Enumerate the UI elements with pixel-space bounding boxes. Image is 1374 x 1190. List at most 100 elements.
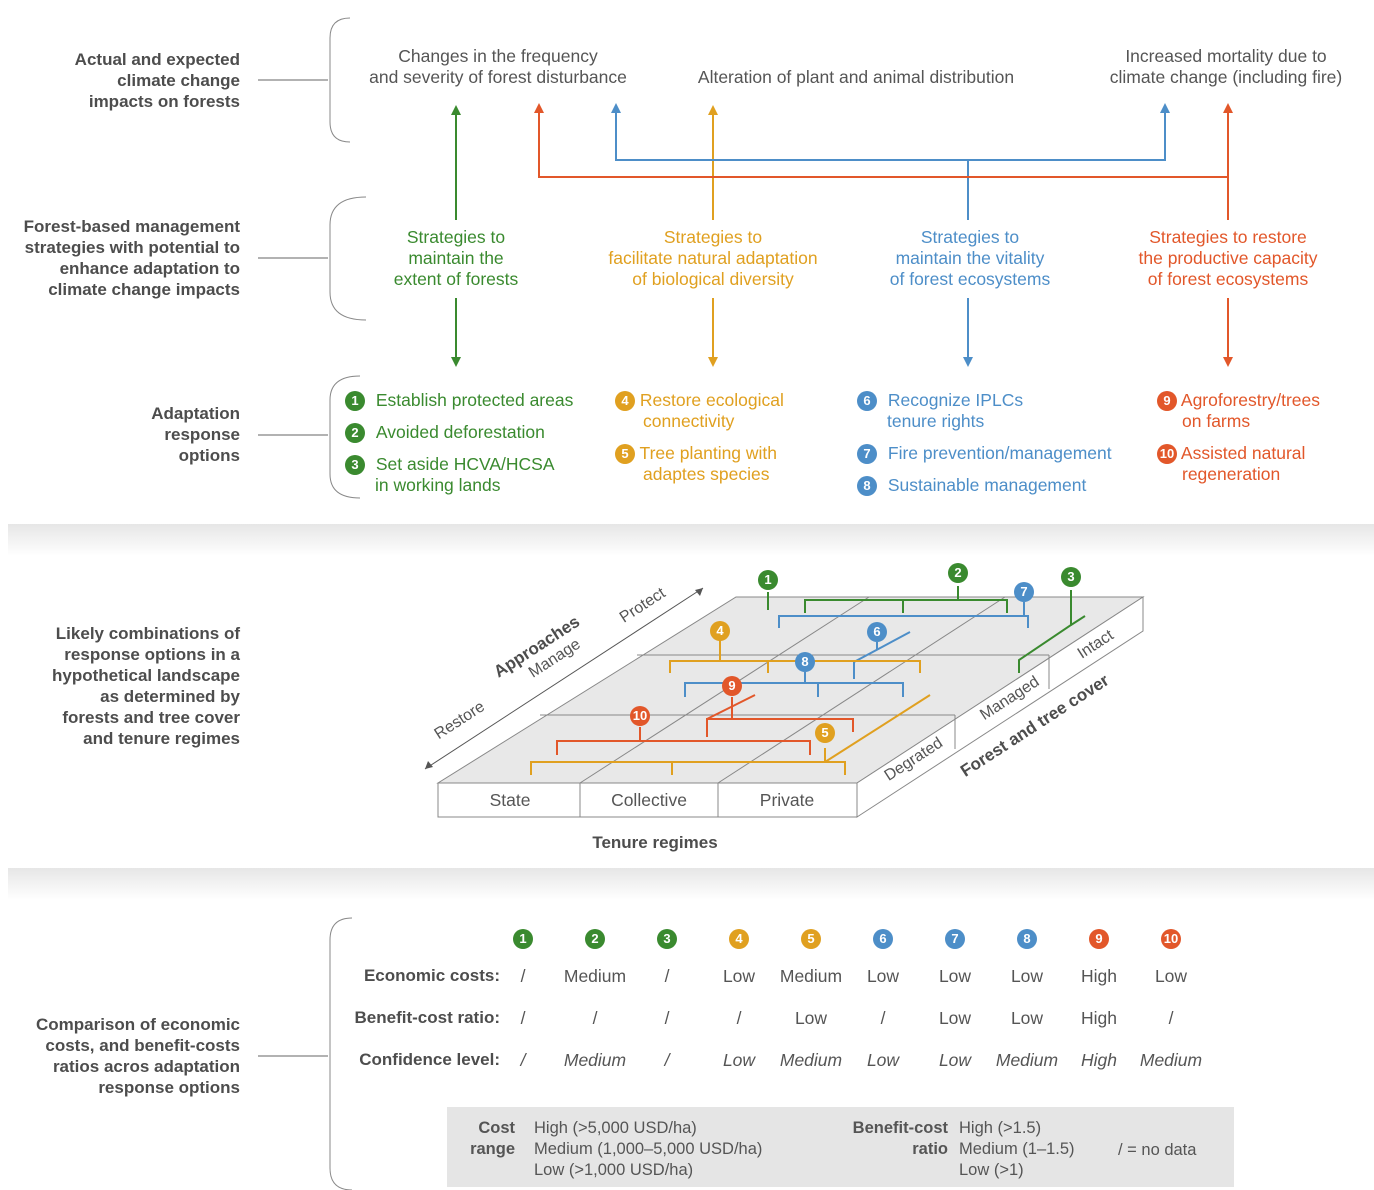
strategy-productive: Strategies to restore the productive cap… bbox=[1118, 227, 1338, 290]
option-number-badge: 8 bbox=[857, 476, 877, 496]
table-cell: Low bbox=[1154, 966, 1188, 986]
legend-item: Low (>1,000 USD/ha) bbox=[534, 1161, 694, 1179]
impact-mortality: Increased mortality due to climate chang… bbox=[1098, 46, 1354, 88]
table-number-badge: 2 bbox=[585, 929, 605, 949]
option-text: regeneration bbox=[1182, 464, 1281, 484]
table-header: 6 bbox=[846, 928, 920, 949]
table-cell: / bbox=[664, 966, 670, 986]
landscape-badge-9: 9 bbox=[722, 676, 742, 696]
table-cell: Low bbox=[794, 1008, 828, 1028]
option-text: Establish protected areas bbox=[375, 390, 574, 410]
option-text: on farms bbox=[1182, 411, 1251, 431]
landscape-badge-2: 2 bbox=[948, 563, 968, 583]
impact-line: and severity of forest disturbance bbox=[369, 67, 627, 87]
table-number-badge: 1 bbox=[513, 929, 533, 949]
landscape-badge-10: 10 bbox=[630, 706, 650, 726]
table-cell: Low bbox=[1010, 966, 1044, 986]
impact-line: Changes in the frequency bbox=[398, 46, 598, 66]
table-cell: / bbox=[520, 1008, 526, 1028]
table-cell: / bbox=[1168, 1008, 1174, 1028]
row-label-line: ratios acros adaptation bbox=[52, 1057, 240, 1076]
option-text: Avoided deforestation bbox=[375, 422, 545, 442]
table-cell: Low bbox=[938, 1008, 972, 1028]
table-number-badge: 10 bbox=[1161, 929, 1181, 949]
table-cell: Medium bbox=[995, 1050, 1059, 1070]
option-number-badge: 4 bbox=[615, 391, 635, 411]
option-number-badge: 9 bbox=[1157, 391, 1177, 411]
table-cell: Low bbox=[938, 1050, 972, 1070]
table-header: 3 bbox=[630, 928, 704, 949]
row-label-options: Adaptation response options bbox=[0, 403, 240, 466]
option-text: adaptes species bbox=[643, 464, 770, 484]
option-text: Recognize IPLCs bbox=[887, 390, 1024, 410]
table-cell: Medium bbox=[779, 1050, 843, 1070]
legend-title-line: Benefit-cost bbox=[852, 1119, 948, 1137]
table-number-badge: 3 bbox=[657, 929, 677, 949]
legend-bcr-items: High (>1.5) Medium (1–1.5) Low (>1) bbox=[959, 1118, 1075, 1181]
table-header: 2 bbox=[558, 928, 632, 949]
landscape-badge-1: 1 bbox=[758, 570, 778, 590]
table-cell: High bbox=[1081, 1050, 1117, 1070]
tenure-collective: Collective bbox=[611, 790, 687, 810]
row-label-line: and tenure regimes bbox=[83, 729, 240, 748]
row-label-impacts: Actual and expected climate change impac… bbox=[0, 49, 240, 112]
legend-item: Low (>1) bbox=[959, 1161, 1024, 1179]
table-number-badge: 7 bbox=[945, 929, 965, 949]
option-2: 2 Avoided deforestation bbox=[345, 422, 545, 443]
row-label-line: costs, and benefit-costs bbox=[45, 1036, 240, 1055]
table-header: 4 bbox=[702, 928, 776, 949]
row-label-line: response bbox=[164, 425, 240, 444]
option-number-badge: 10 bbox=[1157, 444, 1177, 464]
option-9: 9 Agroforestry/trees on farms bbox=[1157, 390, 1320, 432]
table-cell: Low bbox=[1010, 1008, 1044, 1028]
strategy-line: Strategies to bbox=[406, 227, 506, 247]
option-1: 1 Establish protected areas bbox=[345, 390, 573, 411]
table-header: 9 bbox=[1062, 928, 1136, 949]
row-label-line: climate change impacts bbox=[48, 280, 240, 299]
strategy-line: extent of forests bbox=[393, 269, 519, 289]
table-header: 1 bbox=[486, 928, 560, 949]
option-text: connectivity bbox=[643, 411, 735, 431]
table-cell: Low bbox=[722, 966, 756, 986]
tenure-title: Tenure regimes bbox=[592, 833, 718, 852]
option-number-badge: 2 bbox=[345, 423, 365, 443]
option-8: 8 Sustainable management bbox=[857, 475, 1086, 496]
option-10: 10 Assisted natural regeneration bbox=[1157, 443, 1305, 485]
row-label-line: Adaptation bbox=[151, 404, 240, 423]
legend-item: High (>5,000 USD/ha) bbox=[534, 1119, 697, 1137]
table-number-badge: 4 bbox=[729, 929, 749, 949]
option-number-badge: 6 bbox=[857, 391, 877, 411]
option-text: Set aside HCVA/HCSA bbox=[375, 454, 555, 474]
row-label-line: impacts on forests bbox=[88, 92, 240, 111]
row-label-combinations: Likely combinations of response options … bbox=[0, 623, 240, 749]
table-cell: High bbox=[1081, 966, 1117, 986]
landscape-badge-7: 7 bbox=[1014, 582, 1034, 602]
landscape-badge-4: 4 bbox=[710, 621, 730, 641]
strategy-vitality: Strategies to maintain the vitality of f… bbox=[865, 227, 1075, 290]
legend-title-line: Cost bbox=[478, 1119, 515, 1137]
table-cell: Low bbox=[722, 1050, 756, 1070]
option-number-badge: 3 bbox=[345, 455, 365, 475]
strategy-line: maintain the vitality bbox=[895, 248, 1045, 268]
strategy-line: of biological diversity bbox=[632, 269, 794, 289]
impact-line: climate change (including fire) bbox=[1109, 67, 1343, 87]
option-5: 5 Tree planting with adaptes species bbox=[615, 443, 777, 485]
option-text: Assisted natural bbox=[1180, 443, 1306, 463]
row-label-line: hypothetical landscape bbox=[52, 666, 240, 685]
landscape-block bbox=[424, 587, 1145, 818]
strategy-extent: Strategies to maintain the extent of for… bbox=[356, 227, 556, 290]
row-label-line: enhance adaptation to bbox=[59, 259, 240, 278]
option-3: 3 Set aside HCVA/HCSA in working lands bbox=[345, 454, 555, 496]
table-header: 8 bbox=[990, 928, 1064, 949]
option-text: Agroforestry/trees bbox=[1180, 390, 1320, 410]
table-cell: High bbox=[1081, 1008, 1117, 1028]
table-header: 10 bbox=[1134, 928, 1208, 949]
row-label-line: response options bbox=[98, 1078, 240, 1097]
table-row-label: Confidence level: bbox=[359, 1050, 500, 1069]
row-label-comparison: Comparison of economic costs, and benefi… bbox=[0, 1014, 240, 1098]
table-cell: / bbox=[880, 1008, 886, 1028]
option-number-badge: 5 bbox=[615, 444, 635, 464]
table-number-badge: 6 bbox=[873, 929, 893, 949]
table-cell: / bbox=[736, 1008, 742, 1028]
table-cell: / bbox=[664, 1008, 670, 1028]
